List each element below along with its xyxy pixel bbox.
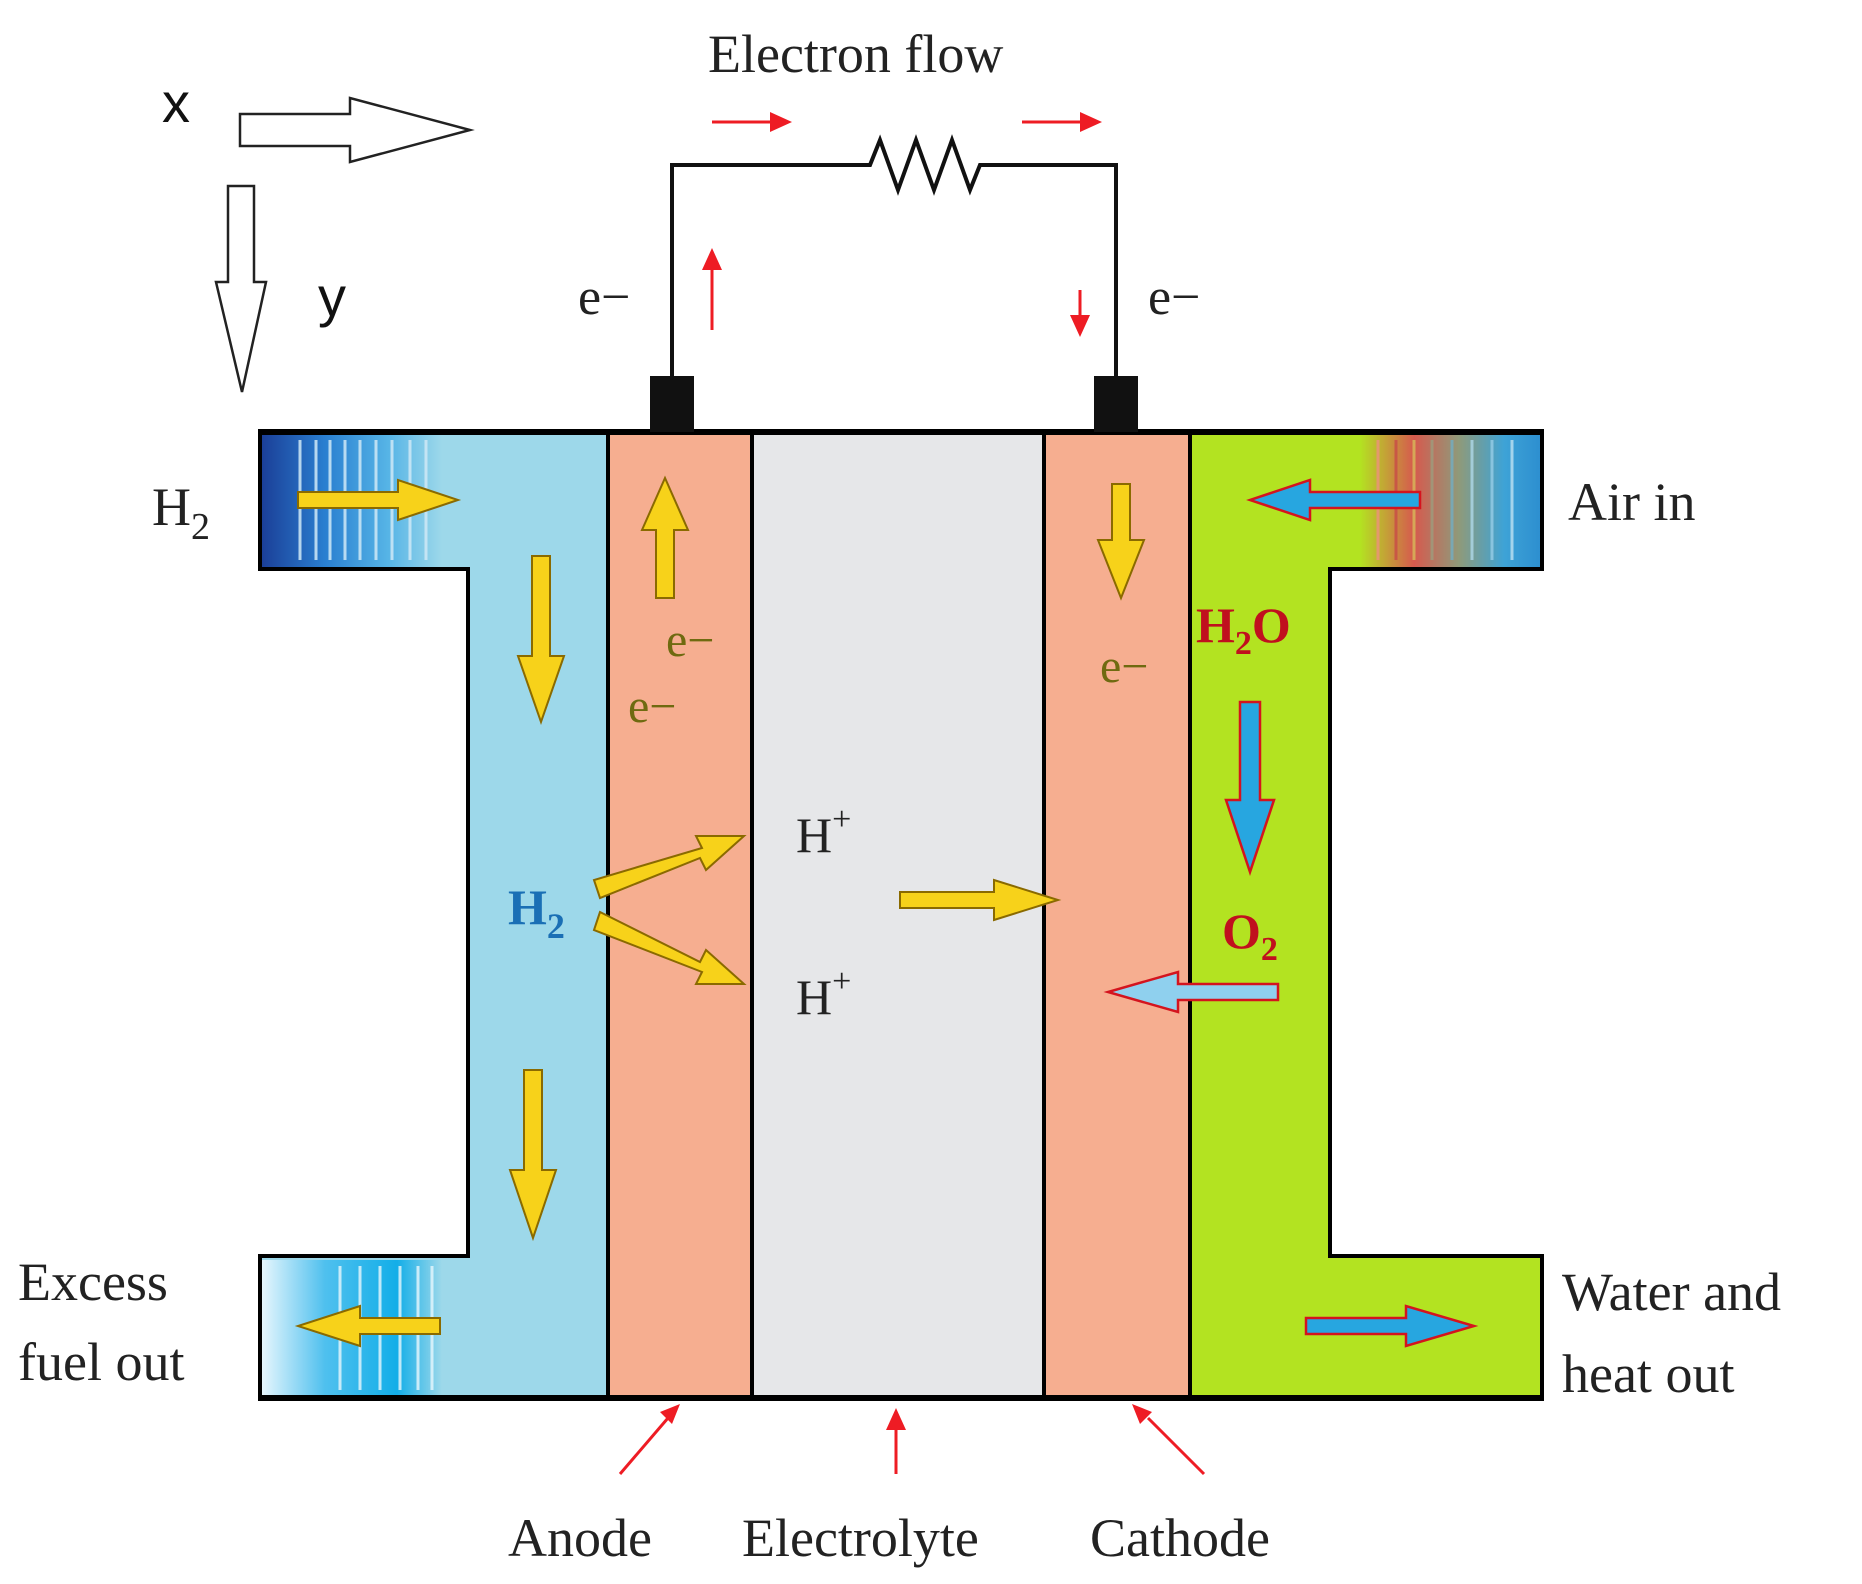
cathode-electron-label: e− [1100, 640, 1148, 693]
cathode-terminal [1094, 376, 1138, 432]
oxygen-to-cathode-arrow [1103, 970, 1280, 1014]
anode-electron-lower: e− [628, 680, 676, 733]
water-outlet-arrow [1304, 1304, 1479, 1348]
air-in-label: Air in [1568, 472, 1696, 532]
fuel-down-arrow-lower [508, 1069, 558, 1242]
h2-inlet-arrow [297, 478, 462, 522]
anode-electron-upper: e− [666, 614, 714, 667]
water-heat-label-line1: Water and [1562, 1262, 1781, 1322]
anode-terminal [650, 376, 694, 432]
proton-arrow-lower [592, 910, 747, 985]
electron-flow-title: Electron flow [708, 24, 1003, 84]
proton-label-upper: H+ [796, 801, 851, 863]
circuit-wire [670, 134, 1118, 378]
x-axis-arrow-icon [238, 96, 475, 164]
cathode-label: Cathode [1090, 1508, 1270, 1568]
y-axis-label: y [318, 265, 346, 328]
electron-flow-arrows [618, 112, 1206, 1476]
proton-arrow-upper [592, 835, 747, 900]
oxygen-label: O2 [1222, 903, 1278, 968]
excess-outlet-arrow [294, 1304, 441, 1348]
fuel-down-arrow-upper [516, 555, 566, 726]
x-axis-label: x [162, 71, 190, 134]
circuit-electron-left: e− [578, 269, 630, 326]
water-label: H2O [1196, 597, 1291, 662]
oxygen-down-arrow [1224, 700, 1276, 876]
electrolyte-label: Electrolyte [742, 1508, 979, 1568]
cathode-layer [1042, 430, 1192, 1400]
anode-electron-up-arrow [640, 475, 690, 599]
circuit-electron-right: e− [1148, 269, 1200, 326]
proton-transfer-arrow [899, 878, 1062, 922]
y-axis-arrow-icon [214, 184, 268, 393]
proton-label-lower: H+ [796, 963, 851, 1025]
air-inlet-arrow [1246, 478, 1422, 522]
excess-fuel-label-line2: fuel out [18, 1332, 184, 1392]
water-heat-label-line2: heat out [1562, 1344, 1734, 1404]
air-flow-arrows [1103, 478, 1479, 1348]
hydrogen-inlet-label: H2 [152, 477, 210, 548]
hydrogen-flow-arrows [294, 475, 1146, 1348]
cathode-electron-down-arrow [1096, 483, 1146, 601]
anode-label: Anode [508, 1508, 652, 1568]
anode-layer [606, 430, 754, 1400]
excess-fuel-label-line1: Excess [18, 1252, 168, 1312]
anode-hydrogen-label: H2 [508, 879, 565, 946]
